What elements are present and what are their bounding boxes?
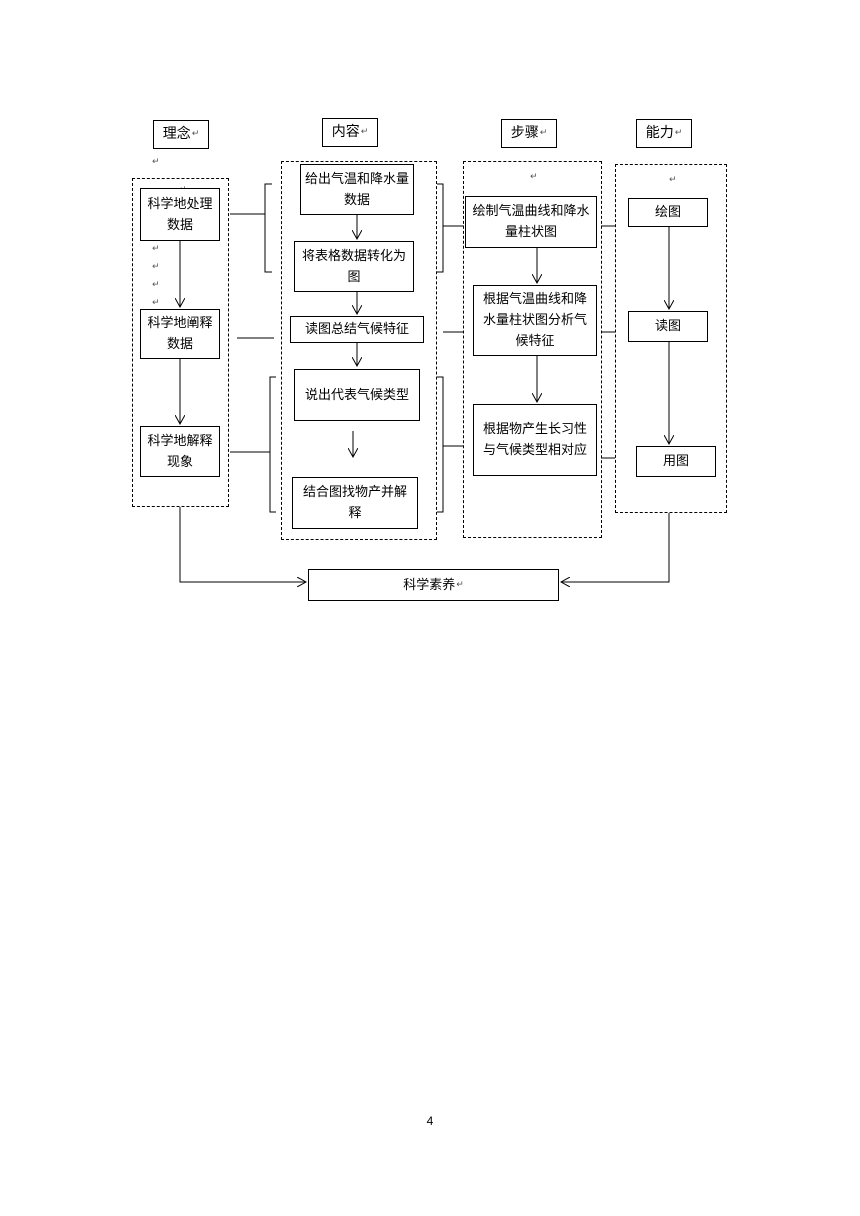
content-group [281,161,437,540]
content-combine-products: 结合图找物产并解释 [292,477,418,529]
concept-explain-data: 科学地阐释数据 [140,309,220,359]
steps-group [463,161,602,538]
content-name-climate-type: 说出代表气候类型 [294,369,420,421]
content-read-summarize: 读图总结气候特征 [290,316,424,343]
page-number: 4 [426,1114,434,1128]
ability-draw: 绘图 [628,198,708,227]
return-mark: ↵ [152,298,160,308]
return-mark: ↵ [152,157,160,167]
return-mark: ↵ [530,172,538,182]
scientific-literacy: 科学素养↵ [308,569,559,601]
bracket-content-top-left [264,183,272,273]
concept-interpret-phenomena: 科学地解释现象 [140,426,220,477]
bracket-content-bottom-left [269,376,276,513]
arrow-concept-to-literacy [179,507,306,582]
return-mark: ↵ [669,175,677,185]
steps-analyze-climate: 根据气温曲线和降水量柱状图分析气候特征 [473,285,597,356]
content-convert-table: 将表格数据转化为图 [294,241,414,292]
ability-read: 读图 [628,311,708,342]
ability-use: 用图 [636,446,716,477]
concept-group [132,178,229,507]
steps-draw-charts: 绘制气温曲线和降水量柱状图 [465,196,597,248]
concept-process-data: 科学地处理数据 [140,188,220,241]
header-concept: 理念↵ [153,120,209,149]
header-ability: 能力↵ [636,119,692,148]
header-content: 内容↵ [322,118,378,147]
bracket-content-bottom-right [437,376,444,513]
arrow-ability-to-literacy [561,513,670,582]
header-steps: 步骤↵ [501,119,557,148]
return-mark: ↵ [152,280,160,290]
return-mark: ↵ [152,244,160,254]
return-mark: ↵ [152,262,160,272]
steps-match-products: 根据物产生长习性与气候类型相对应 [473,404,597,476]
ability-group [615,164,727,513]
content-give-data: 给出气温和降水量数据 [300,164,414,215]
bracket-content-top-right [437,183,444,273]
